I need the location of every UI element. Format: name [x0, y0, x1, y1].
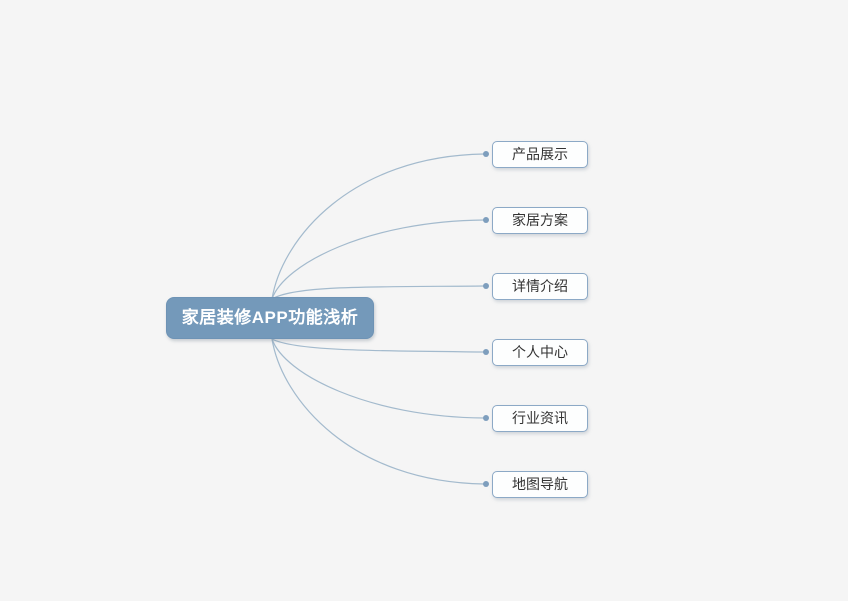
branch-node-personal-center[interactable]: 个人中心 — [492, 339, 588, 366]
connector-line — [271, 338, 485, 485]
branch-node-home-plan[interactable]: 家居方案 — [492, 207, 588, 234]
branch-node-industry-news[interactable]: 行业资讯 — [492, 405, 588, 432]
branch-node-map-navigation[interactable]: 地图导航 — [492, 471, 588, 498]
connector-line — [271, 219, 485, 300]
branch-node-detail-intro[interactable]: 详情介绍 — [492, 273, 588, 300]
connector-dot — [483, 151, 489, 157]
connector-dot — [483, 217, 489, 223]
connector-line — [271, 153, 485, 300]
root-node[interactable]: 家居装修APP功能浅析 — [166, 297, 374, 339]
connector-line — [271, 285, 485, 300]
connector-line — [271, 338, 485, 419]
connector-dot — [483, 349, 489, 355]
connector-dot — [483, 415, 489, 421]
connector-dot — [483, 283, 489, 289]
connector-line — [271, 338, 485, 353]
branch-node-product-display[interactable]: 产品展示 — [492, 141, 588, 168]
connector-dot — [483, 481, 489, 487]
